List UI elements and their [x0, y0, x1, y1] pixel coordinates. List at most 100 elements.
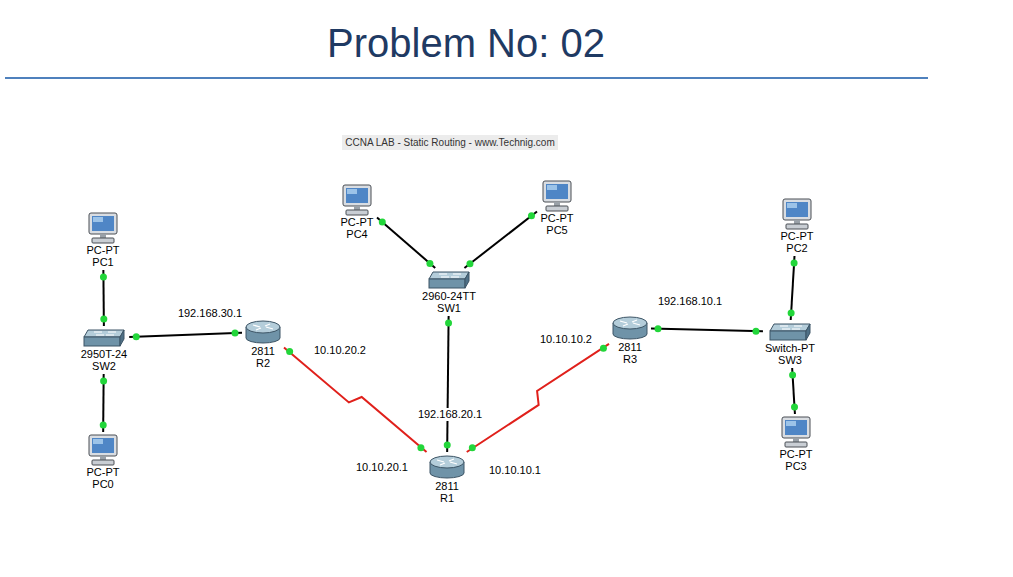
switch-side: [120, 330, 124, 346]
port-dot: [286, 348, 293, 355]
device-name: R3: [623, 353, 637, 365]
monitor-frame: [89, 213, 117, 234]
switch-front: [429, 279, 465, 288]
monitor-base: [92, 238, 114, 243]
monitor-screen: [786, 202, 808, 217]
screen-glare: [93, 439, 103, 444]
device-model: PC-PT: [341, 216, 374, 228]
port-dot: [379, 218, 386, 225]
port-dot: [466, 260, 473, 267]
router-node: 2811R1: [426, 452, 468, 506]
device-name: PC0: [92, 478, 113, 490]
switch-icon: [427, 270, 471, 290]
monitor-base: [786, 224, 808, 229]
device-name: R1: [440, 492, 454, 504]
device-name: PC1: [92, 256, 113, 268]
device-model: PC-PT: [541, 212, 574, 224]
port-dot: [791, 404, 798, 411]
device-name: R2: [256, 357, 270, 369]
monitor-neck: [554, 202, 560, 206]
device-name: SW3: [778, 354, 802, 366]
router-node: 2811R2: [242, 317, 284, 371]
pc-icon: [339, 184, 375, 216]
monitor-neck: [354, 206, 360, 210]
pc-node: PC-PTPC5: [537, 178, 577, 238]
monitor-neck: [794, 220, 800, 224]
monitor-neck: [100, 456, 106, 460]
serial-link: [467, 344, 609, 452]
switch-node: 2960-24TTSW1: [420, 268, 478, 316]
pc-icon: [778, 416, 814, 448]
pc-icon: [779, 198, 815, 230]
monitor-screen: [92, 216, 114, 231]
screen-glare: [786, 421, 796, 426]
pc-icon: [539, 180, 575, 212]
switch-top: [770, 324, 810, 331]
port-dot: [528, 212, 535, 219]
monitor-base: [546, 206, 568, 211]
router-top: [613, 317, 647, 329]
router-icon: [428, 454, 466, 480]
screen-glare: [347, 189, 357, 194]
title-rule: [5, 77, 928, 79]
device-model: Switch-PT: [765, 342, 815, 354]
serial-link: [284, 347, 427, 452]
port-dot: [100, 377, 107, 384]
monitor-screen: [546, 184, 568, 199]
monitor-screen: [346, 188, 368, 203]
monitor-neck: [100, 234, 106, 238]
page-title: Problem No: 02: [0, 18, 932, 68]
ip-address: 10.10.10.1: [487, 464, 543, 477]
port-dot: [791, 259, 798, 266]
monitor-base: [346, 210, 368, 215]
monitor-base: [785, 442, 807, 447]
switch-icon: [768, 322, 812, 342]
monitor-neck: [793, 438, 799, 442]
switch-node: 2950T-24SW2: [79, 326, 129, 374]
port-dot: [600, 345, 607, 352]
monitor-screen: [785, 420, 807, 435]
switch-node: Switch-PTSW3: [763, 320, 817, 368]
device-name: SW1: [437, 302, 461, 314]
ip-address: 192.168.10.1: [656, 295, 724, 308]
monitor-frame: [782, 417, 810, 438]
switch-front: [770, 331, 806, 340]
port-dot: [417, 444, 424, 451]
switch-arrows: [94, 332, 116, 335]
screen-glare: [787, 203, 797, 208]
monitor-frame: [89, 435, 117, 456]
ethernet-link: [447, 316, 448, 452]
pc-node: PC-PTPC1: [83, 210, 123, 270]
ip-address: 10.10.10.2: [538, 333, 594, 346]
device-model: 2811: [618, 341, 642, 353]
device-name: PC5: [546, 224, 567, 236]
port-dot: [445, 319, 452, 326]
port-dot: [752, 328, 759, 335]
port-dot: [654, 325, 661, 332]
port-dot: [426, 260, 433, 267]
port-dot: [133, 333, 140, 340]
monitor-frame: [343, 185, 371, 206]
switch-arrows: [439, 274, 461, 277]
port-dot: [788, 310, 795, 317]
router-node: 2811R3: [609, 313, 651, 367]
device-name: PC3: [785, 460, 806, 472]
switch-side: [806, 324, 810, 340]
device-model: PC-PT: [780, 448, 813, 460]
ethernet-link: [651, 329, 763, 332]
ip-address: 192.168.30.1: [176, 307, 244, 320]
router-arrows: [253, 324, 273, 330]
pc-icon: [85, 212, 121, 244]
pc-node: PC-PTPC4: [337, 182, 377, 242]
switch-icon: [82, 328, 126, 348]
port-dot: [469, 444, 476, 451]
ethernet-link: [464, 212, 537, 268]
switch-front: [84, 337, 120, 346]
pc-node: PC-PTPC0: [83, 432, 123, 492]
ethernet-link: [377, 217, 435, 268]
switch-top: [429, 272, 469, 279]
device-model: PC-PT: [781, 230, 814, 242]
